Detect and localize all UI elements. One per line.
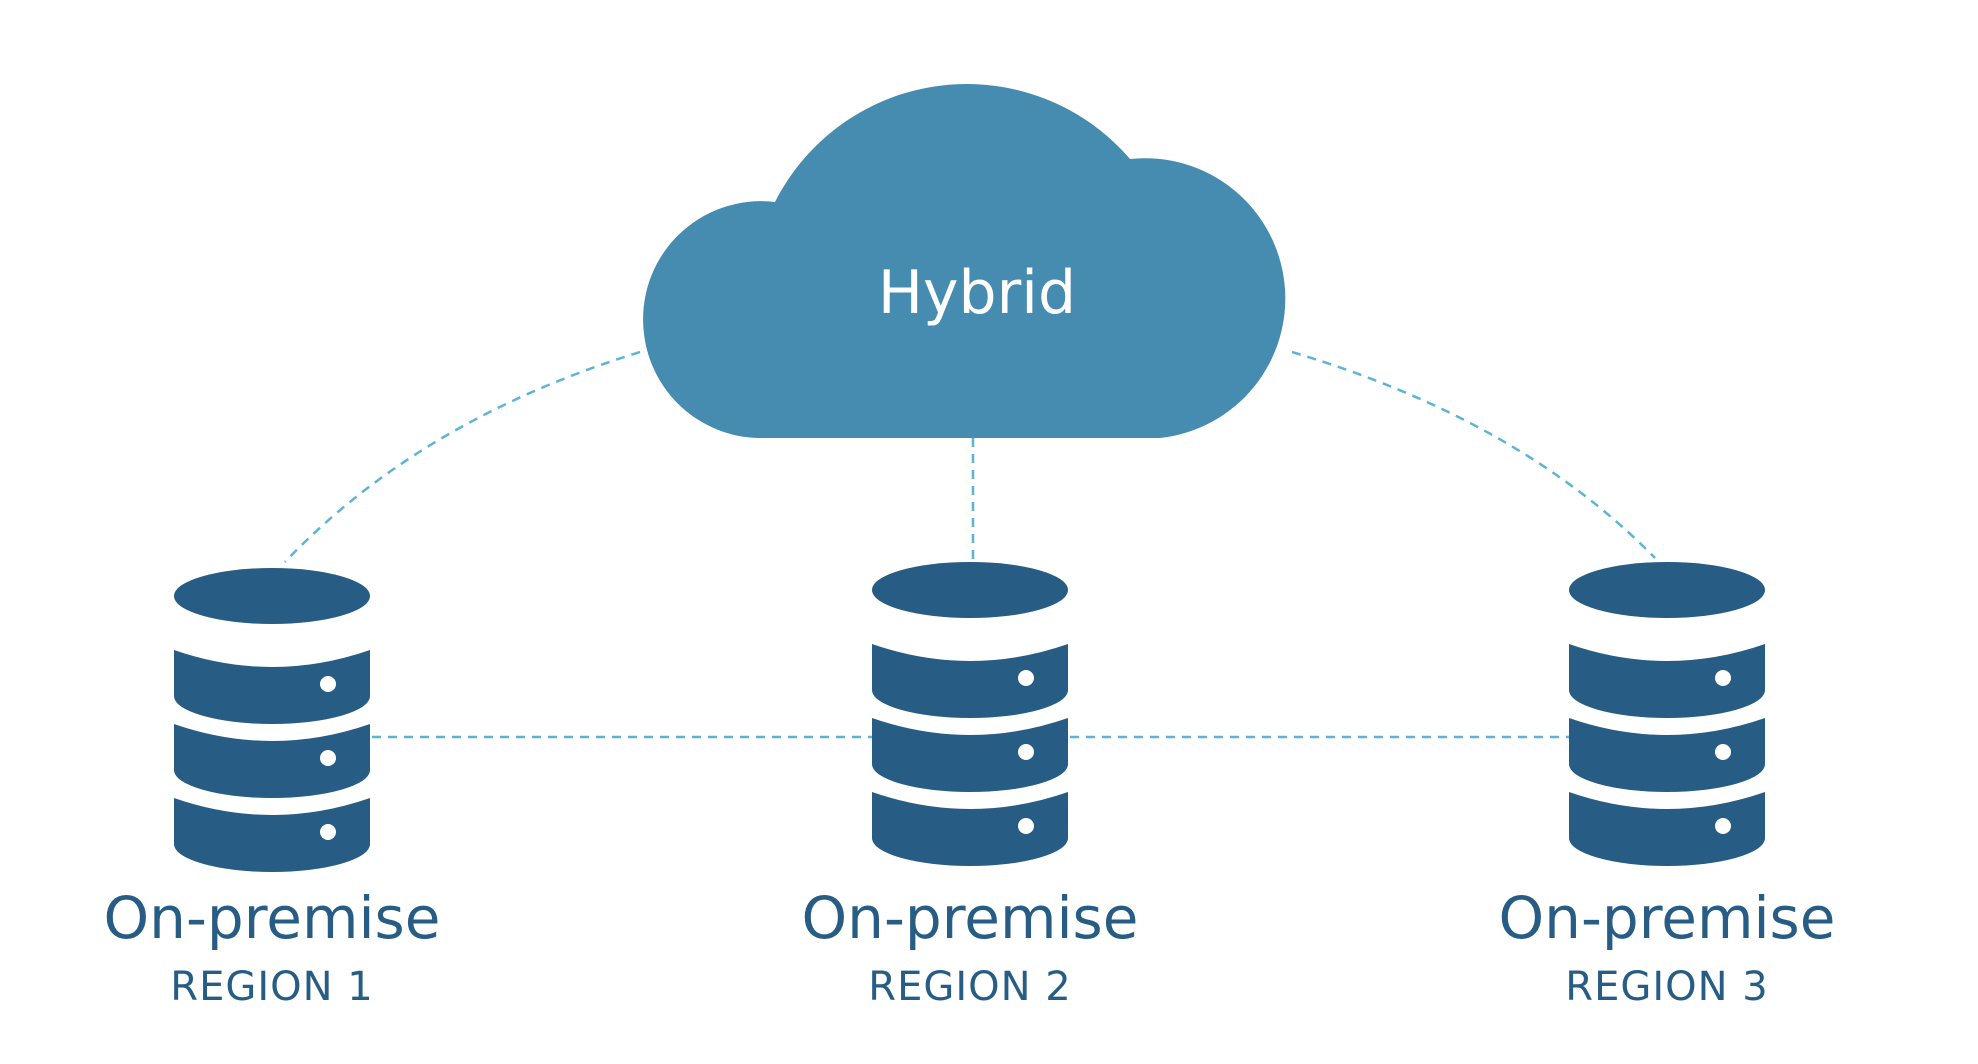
- database-led-2: [320, 750, 336, 766]
- database-tier-1: [1569, 644, 1765, 718]
- database-top: [872, 562, 1068, 618]
- cloud-shape: [643, 84, 1286, 439]
- database-led-1: [1018, 670, 1034, 686]
- connectors: [284, 350, 1656, 739]
- database-tier-3: [174, 798, 370, 872]
- region-title: On-premise: [802, 884, 1139, 952]
- database-icon: [174, 568, 370, 872]
- region-title: On-premise: [1499, 884, 1836, 952]
- database-led-3: [1018, 818, 1034, 834]
- database-led-2: [1018, 744, 1034, 760]
- database-tier-1: [872, 644, 1068, 718]
- database-top: [174, 568, 370, 624]
- cloud-label: Hybrid: [878, 258, 1076, 328]
- database-top: [1569, 562, 1765, 618]
- database-tier-2: [174, 724, 370, 798]
- database-tier-2: [1569, 718, 1765, 792]
- region-title: On-premise: [104, 884, 441, 952]
- database-led-1: [320, 676, 336, 692]
- region-name: REGION 1: [170, 964, 373, 1010]
- database-tier-2: [872, 718, 1068, 792]
- database-led-2: [1715, 744, 1731, 760]
- database-tier-3: [1569, 792, 1765, 866]
- database-tier-1: [174, 650, 370, 724]
- database-led-3: [1715, 818, 1731, 834]
- database-led-1: [1715, 670, 1731, 686]
- connector-cloud-to-region-1: [284, 350, 641, 563]
- region-name: REGION 3: [1565, 964, 1768, 1010]
- connector-cloud-to-region-3: [1291, 350, 1656, 559]
- cloud-icon: Hybrid: [643, 84, 1286, 439]
- region-name: REGION 2: [868, 964, 1071, 1010]
- database-led-3: [320, 824, 336, 840]
- database-icon: [872, 562, 1068, 866]
- database-tier-3: [872, 792, 1068, 866]
- database-icon: [1569, 562, 1765, 866]
